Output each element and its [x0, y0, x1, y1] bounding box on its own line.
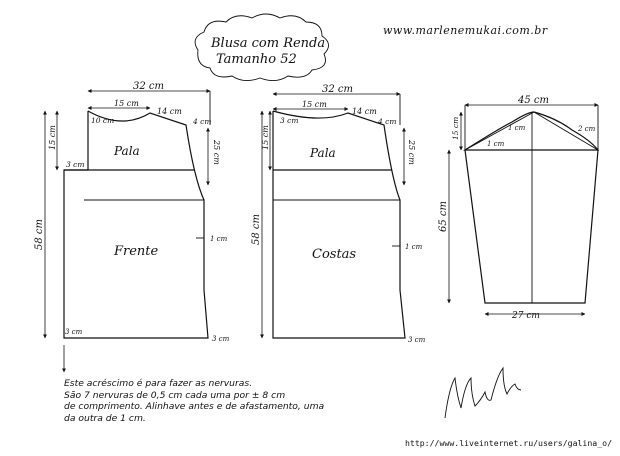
sleeve-top-width-label: 45 cm: [517, 95, 549, 106]
back-armhole-label: 25 cm: [407, 139, 416, 165]
front-shoulder-drop-label: 4 cm: [192, 117, 211, 126]
instruction-note: Este acréscimo é para fazer as nervuras.…: [64, 378, 354, 424]
sleeve-cap-out-label: 2 cm: [577, 125, 596, 133]
back-hem-side-label: 3 cm: [408, 336, 426, 344]
front-width-label: 32 cm: [133, 81, 164, 92]
signature: [444, 366, 522, 419]
front-side-offset-label: 3 cm: [66, 160, 84, 169]
front-neck-width-label: 14 cm: [157, 107, 182, 116]
back-neck-depth-label: 3 cm: [280, 116, 298, 125]
back-yoke-height-label: 15 cm: [261, 125, 270, 150]
front-piece: 32 cm 15 cm 14 cm 10 cm 4 cm 25 cm 15 cm…: [34, 81, 230, 373]
sleeve-bottom-width-label: 27 cm: [511, 311, 540, 321]
sleeve-cap-left-label: 1 cm: [487, 140, 505, 148]
website-text: www.marlenemukai.com.br: [383, 24, 548, 37]
front-body-label: Frente: [113, 244, 159, 259]
title-cloud: Blusa com Renda Tamanho 52: [194, 13, 329, 81]
back-width-label: 32 cm: [322, 84, 353, 95]
back-waist-label: 1 cm: [405, 243, 423, 251]
front-hem-ext-label: 3 cm: [65, 328, 83, 336]
back-shoulder-label: 15 cm: [302, 100, 327, 109]
sleeve-cap-height-label: 15 cm: [451, 117, 460, 140]
back-body-label: Costas: [312, 247, 356, 262]
back-shoulder-drop-label: 4 cm: [377, 117, 396, 126]
note-line-2: São 7 nervuras de 0,5 cm cada uma por ± …: [64, 389, 286, 401]
front-neck-depth-label: 10 cm: [91, 116, 114, 125]
title-line2: Tamanho 52: [216, 52, 297, 67]
front-hem-side-label: 3 cm: [212, 335, 230, 343]
note-line-4: da outra de 1 cm.: [64, 412, 146, 424]
front-yoke-height-label: 15 cm: [48, 125, 57, 150]
sleeve-length-label: 65 cm: [438, 201, 449, 232]
front-yoke-label: Pala: [113, 144, 140, 158]
note-line-1: Este acréscimo é para fazer as nervuras.: [64, 378, 253, 389]
note-line-3: de comprimento. Alinhave antes e de afas…: [64, 401, 325, 412]
back-neck-width-label: 14 cm: [352, 107, 377, 116]
front-waist-label: 1 cm: [210, 235, 228, 243]
sleeve-piece: 45 cm 15 cm 1 cm 2 cm 1 cm 65 cm 27 cm: [438, 95, 600, 321]
back-piece: 32 cm 15 cm 14 cm 3 cm 4 cm 25 cm 15 cm …: [251, 84, 426, 344]
sleeve-cap-in-label: 1 cm: [508, 124, 526, 132]
front-length-label: 58 cm: [34, 219, 45, 250]
title-line1: Blusa com Renda: [210, 36, 325, 51]
source-url: http://www.liveinternet.ru/users/galina_…: [404, 438, 612, 448]
back-length-label: 58 cm: [251, 214, 262, 245]
back-yoke-label: Pala: [309, 146, 336, 160]
front-armhole-label: 25 cm: [212, 139, 221, 165]
front-shoulder-label: 15 cm: [114, 99, 139, 108]
